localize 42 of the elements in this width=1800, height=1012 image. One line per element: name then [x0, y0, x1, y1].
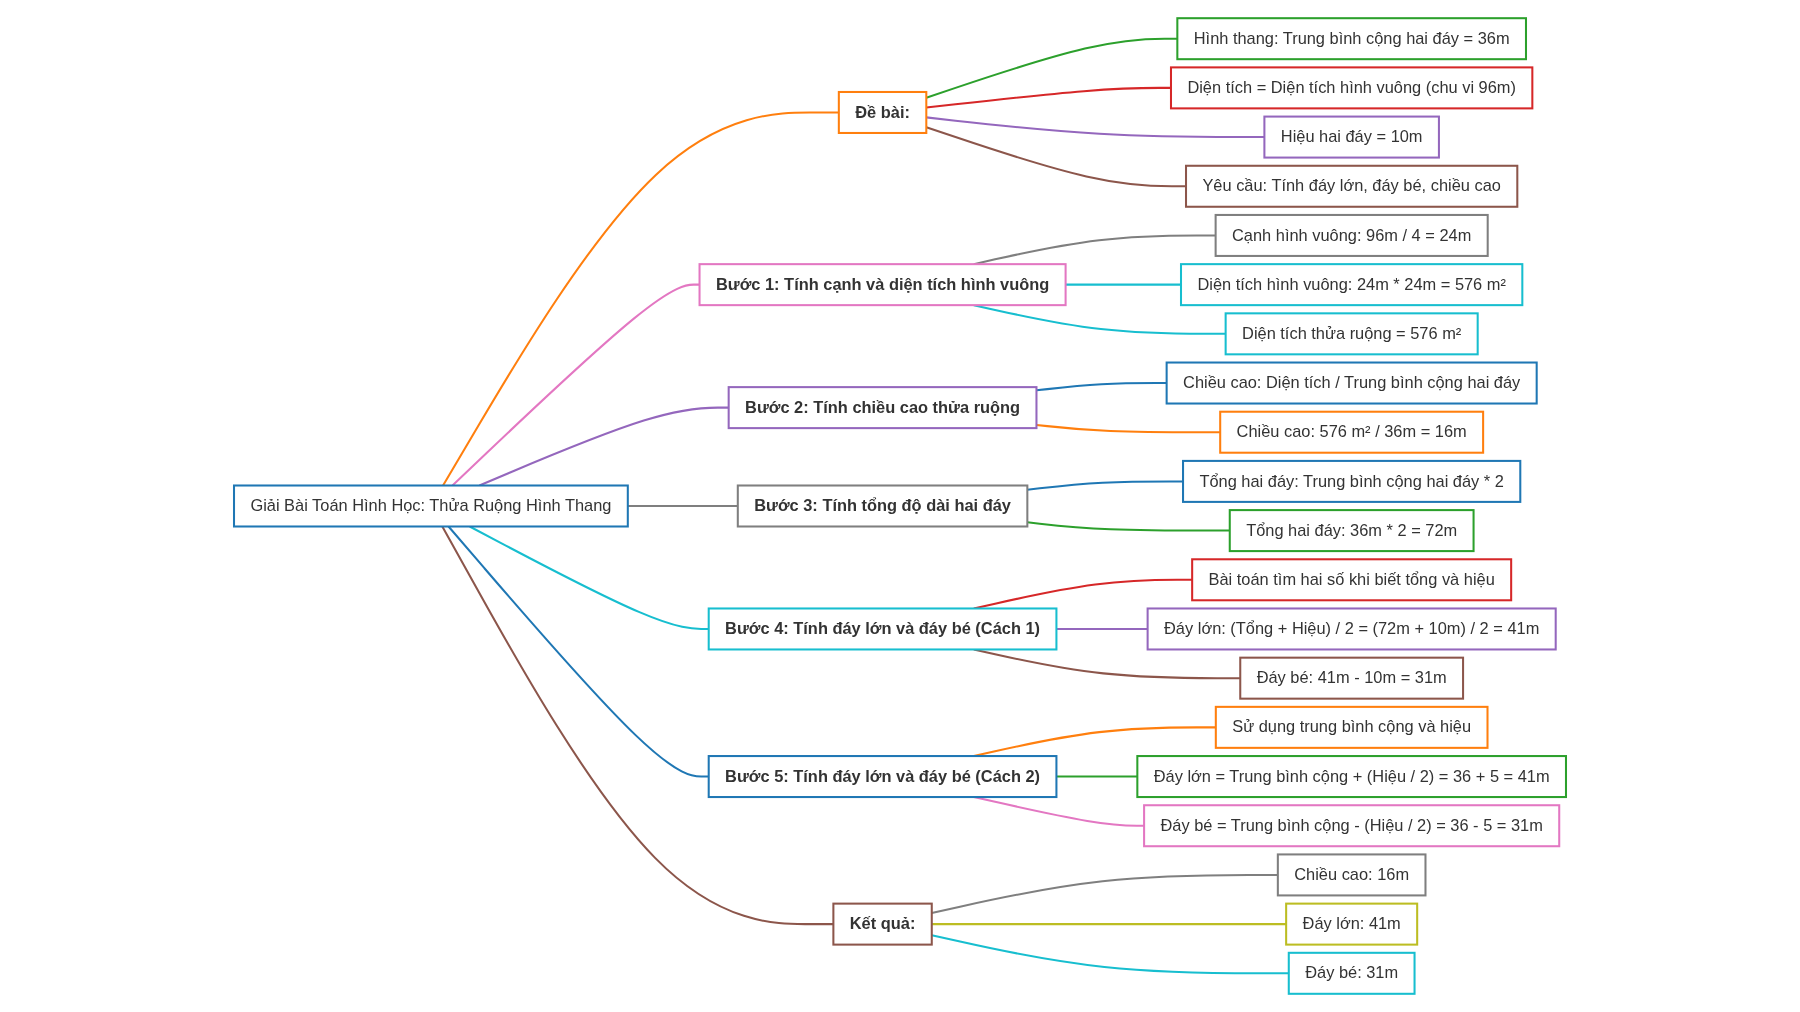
node-box: Bước 4: Tính đáy lớn và đáy bé (Cách 1) — [707, 607, 1058, 651]
node-box: Giải Bài Toán Hình Học: Thửa Ruộng Hình Thang — [233, 484, 629, 528]
node-box: Đáy bé: 31m — [1287, 951, 1416, 995]
connector — [1036, 382, 1167, 392]
node-box: Tổng hai đáy: 36m * 2 = 72m — [1228, 509, 1475, 553]
node-box: Tổng hai đáy: Trung bình cộng hai đáy * 2 — [1182, 459, 1522, 503]
node-box: Đáy lớn: (Tổng + Hiệu) / 2 = (72m + 10m) / 2 = 41m — [1146, 607, 1557, 651]
connector — [931, 923, 1287, 926]
node-box: Đáy bé = Trung bình cộng - (Hiệu / 2) = 36 - 5 = 31m — [1143, 804, 1561, 848]
node-box: Diện tích hình vuông: 24m * 24m = 576 m² — [1179, 263, 1524, 307]
connector — [1027, 480, 1184, 491]
node-box: Yêu cầu: Tính đáy lớn, đáy bé, chiều cao — [1185, 164, 1519, 208]
connector — [931, 873, 1278, 915]
connector — [1027, 521, 1230, 532]
node-box: Bài toán tìm hai số khi biết tổng và hiệu — [1191, 558, 1513, 602]
node-box: Diện tích thửa ruộng = 576 m² — [1224, 312, 1479, 356]
node-box: Diện tích = Diện tích hình vuông (chu vi 96m) — [1169, 66, 1534, 110]
node-box: Kết quả: — [832, 902, 933, 946]
node-box: Đáy lớn = Trung bình cộng + (Hiệu / 2) = 36 + 5 = 41m — [1136, 755, 1567, 799]
node-box: Sử dụng trung bình cộng và hiệu — [1214, 705, 1489, 749]
connector — [1036, 423, 1221, 434]
node-box: Chiều cao: Diện tích / Trung bình cộng hai đáy — [1165, 361, 1538, 405]
node-box: Bước 1: Tính cạnh và diện tích hình vuông — [698, 263, 1067, 307]
connector — [1056, 775, 1138, 778]
connector — [441, 526, 834, 926]
node-box: Bước 3: Tính tổng độ dài hai đáy — [736, 484, 1029, 528]
node-box: Đáy bé: 41m - 10m = 31m — [1239, 656, 1465, 700]
node-box: Chiều cao: 16m — [1276, 853, 1427, 897]
connector — [931, 934, 1289, 975]
node-box: Đề bài: — [837, 90, 928, 134]
node-box: Hình thang: Trung bình cộng hai đáy = 36m — [1176, 17, 1527, 61]
node-box: Hiệu hai đáy = 10m — [1263, 115, 1440, 159]
connector — [926, 116, 1265, 139]
connector — [627, 504, 738, 508]
connector — [926, 86, 1171, 109]
node-box: Đáy lớn: 41m — [1285, 902, 1419, 946]
connector — [1056, 627, 1148, 630]
connector — [1065, 283, 1181, 286]
node-box: Cạnh hình vuông: 96m / 4 = 24m — [1214, 213, 1489, 257]
node-box: Bước 2: Tính chiều cao thửa ruộng — [727, 386, 1038, 430]
node-box: Chiều cao: 576 m² / 36m = 16m — [1219, 410, 1485, 454]
node-box: Bước 5: Tính đáy lớn và đáy bé (Cách 2) — [707, 755, 1058, 799]
